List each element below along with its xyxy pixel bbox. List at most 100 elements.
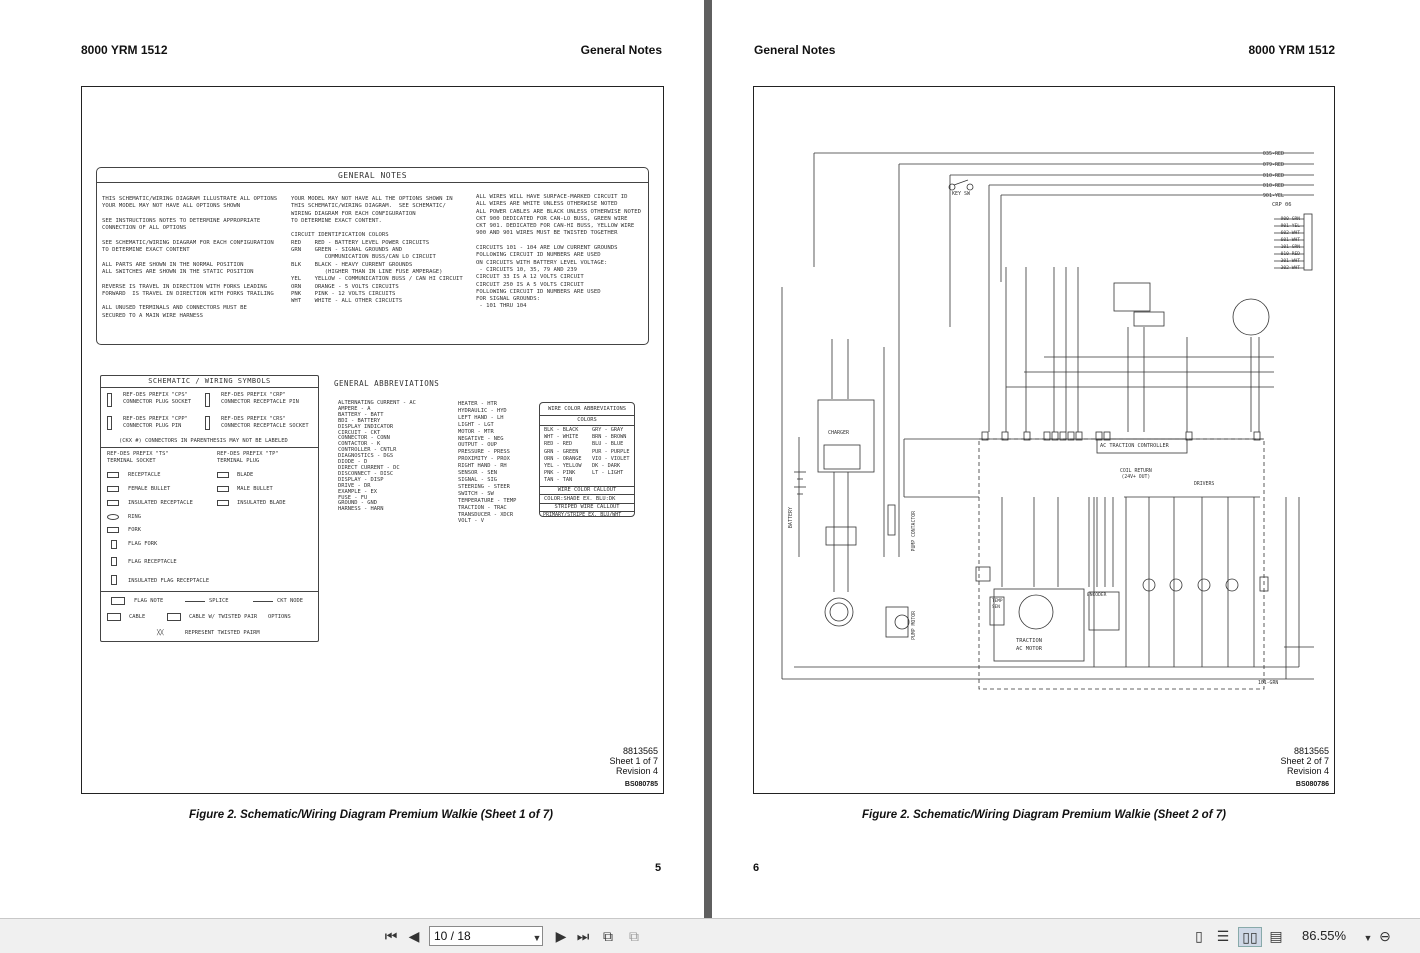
terminal-insulated-blade: INSULATED BLADE <box>237 500 286 506</box>
symbol-cps: REF-DES PREFIX "CPS" CONNECTOR PLUG SOCK… <box>123 392 192 405</box>
first-page-icon[interactable]: ⏮ <box>384 928 398 944</box>
legend-flag-note: FLAG NOTE <box>134 598 164 604</box>
insulated-flag-icon <box>111 575 117 585</box>
figure-caption: Figure 2. Schematic/Wiring Diagram Premi… <box>189 809 553 821</box>
page-6: General Notes 8000 YRM 1512 <box>712 0 1420 918</box>
cps-symbol-icon <box>107 393 112 407</box>
temp-sensor-label: TEMP SEN <box>992 599 1003 610</box>
page-5: 8000 YRM 1512 General Notes GENERAL NOTE… <box>0 0 704 918</box>
page-number-input[interactable]: 10 / 18 <box>429 926 543 946</box>
flag-note-icon <box>111 597 125 605</box>
drawing-number: 8813565 <box>622 746 658 756</box>
wire-label-top-3: 010-RED <box>1263 173 1284 179</box>
sheet-label: Sheet 1 of 7 <box>609 756 658 766</box>
abbreviations-title: GENERAL ABBREVIATIONS <box>334 379 440 388</box>
legend-splice: SPLICE <box>209 598 229 604</box>
terminal-receptacle: RECEPTACLE <box>128 472 161 478</box>
splice-icon <box>185 601 205 602</box>
symbol-crs: REF-DES PREFIX "CRS" CONNECTOR RECEPTACL… <box>221 416 309 429</box>
wire-label-top-1: 035-RED <box>1263 151 1284 157</box>
terminal-male-bullet: MALE BULLET <box>237 486 273 492</box>
callout-example: COLOR:SHADE EX. BLU:DK <box>544 496 616 502</box>
terminal-fork: FORK <box>128 527 141 533</box>
wire-color-title: WIRE COLOR ABBREVIATIONS <box>548 406 626 412</box>
figure-caption: Figure 2. Schematic/Wiring Diagram Premi… <box>862 809 1226 821</box>
wire-colors-col2: GRY - GRAY BRN - BROWN BLU - BLUE PUR - … <box>592 427 630 477</box>
cable-icon <box>107 613 121 621</box>
terminal-blade: BLADE <box>237 472 254 478</box>
striped-title: STRIPED WIRE CALLOUT <box>554 504 620 510</box>
page-number: 6 <box>753 862 760 874</box>
flag-fork-icon <box>111 540 117 549</box>
viewer-toolbar: ⏮ ◀ 10 / 18 ▼ ▶ ⏭ ⧉ ⧉ ▯ ☰ ▯▯ ▤ 86.55% ▼ … <box>0 918 1420 953</box>
crp-label: CRP 06 <box>1272 202 1292 208</box>
legend-options: OPTIONS <box>268 614 291 620</box>
sheet-info: 8813565 Sheet 1 of 7 Revision 4 <box>609 746 658 776</box>
two-page-icon[interactable]: ▯▯ <box>1238 927 1262 947</box>
male-bullet-icon <box>217 486 229 492</box>
fork-icon <box>107 527 119 533</box>
general-notes-col1: THIS SCHEMATIC/WIRING DIAGRAM ILLUSTRATE… <box>102 196 278 319</box>
encoder-label: ENCODER <box>1087 593 1107 598</box>
cable-twisted-icon <box>167 613 181 621</box>
wire-colors-subtitle: COLORS <box>577 417 597 423</box>
prev-page-icon[interactable]: ◀ <box>408 928 420 944</box>
drivers-label: DRIVERS <box>1194 482 1215 487</box>
terminal-flag-receptacle: FLAG RECEPTACLE <box>128 559 177 565</box>
page-number: 5 <box>655 862 662 874</box>
wiring-schematic: 035-RED 079-RED 010-RED 010-RED 901-YEL <box>781 151 1314 690</box>
ckt-node-icon <box>253 601 273 602</box>
receptacle-icon <box>107 472 119 478</box>
general-notes-box: GENERAL NOTES THIS SCHEMATIC/WIRING DIAG… <box>96 167 649 345</box>
crs-symbol-icon <box>205 416 210 430</box>
figure-id: BS080786 <box>1295 781 1329 788</box>
symbol-ts: REF-DES PREFIX "TS" TERMINAL SOCKET <box>107 451 169 464</box>
symbol-tp: REF-DES PREFIX "TP" TERMINAL PLUG <box>217 451 279 464</box>
wire-colors-col1: BLK - BLACK WHT - WHITE RED - RED GRN - … <box>544 427 582 484</box>
general-notes-col2: YOUR MODEL MAY NOT HAVE ALL THE OPTIONS … <box>291 196 463 305</box>
terminal-insulated-flag-receptacle: INSULATED FLAG RECEPTACLE <box>128 578 210 584</box>
section-title: General Notes <box>580 43 662 57</box>
controller-label: AC TRACTION CONTROLLER <box>1100 443 1169 449</box>
drawing-frame: GENERAL NOTES THIS SCHEMATIC/WIRING DIAG… <box>81 86 664 794</box>
extract-icon[interactable]: ⧉ <box>603 928 613 944</box>
next-page-icon[interactable]: ▶ <box>555 928 567 944</box>
abbreviations-col1: ALTERNATING CURRENT - AC AMPERE - A BATT… <box>338 400 416 513</box>
wire-label-top-5: 901-YEL <box>1263 193 1284 199</box>
legend-cable: CABLE <box>129 614 146 620</box>
symbol-cpp: REF-DES PREFIX "CPP" CONNECTOR PLUG PIN <box>123 416 188 429</box>
continuous-icon[interactable]: ☰ <box>1216 928 1230 944</box>
revision-label: Revision 4 <box>615 766 658 776</box>
legend-cable-twisted: CABLE W/ TWISTED PAIR <box>189 614 258 620</box>
drawing-number: 8813565 <box>1293 746 1329 756</box>
single-page-icon[interactable]: ▯ <box>1195 928 1203 944</box>
figure-id: BS080785 <box>624 781 658 788</box>
wire-color-box: WIRE COLOR ABBREVIATIONS COLORS BLK - BL… <box>539 402 635 518</box>
document-viewport[interactable]: 8000 YRM 1512 General Notes GENERAL NOTE… <box>0 0 1420 918</box>
symbols-note: (CKX #) CONNECTORS IN PARENTHESIS MAY NO… <box>119 438 288 444</box>
two-page-continuous-icon[interactable]: ▤ <box>1269 928 1283 944</box>
symbols-title: SCHEMATIC / WIRING SYMBOLS <box>148 377 271 385</box>
abbreviations-col2: HEATER - HTR HYDRAULIC - HYD LEFT HAND -… <box>458 401 517 525</box>
pump-contactor-label: PUMP CONTACTOR <box>912 511 917 552</box>
zoom-dropdown-chevron-icon[interactable]: ▼ <box>1363 933 1373 943</box>
striped-example: PRIMARY/STRIPE EX. BLU/WHT <box>543 512 622 518</box>
zoom-out-icon[interactable]: ⊖ <box>1379 928 1391 944</box>
wire-label-top-4: 010-RED <box>1263 183 1284 189</box>
bottom-wire-label: 101-GRN <box>1258 681 1279 686</box>
page-dropdown-chevron-icon[interactable]: ▼ <box>532 933 542 943</box>
zoom-level[interactable]: 86.55% <box>1302 928 1347 943</box>
doc-code: 8000 YRM 1512 <box>81 43 168 57</box>
revision-label: Revision 4 <box>1286 766 1329 776</box>
key-switch-label: KEY SW <box>952 191 971 197</box>
compare-icon[interactable]: ⧉ <box>629 928 639 944</box>
insulated-receptacle-icon <box>107 500 119 506</box>
terminal-female-bullet: FEMALE BULLET <box>128 486 171 492</box>
female-bullet-icon <box>107 486 119 492</box>
last-page-icon[interactable]: ⏭ <box>576 928 590 944</box>
terminal-flag-fork: FLAG FORK <box>128 541 158 547</box>
legend-ckt-node: CKT NODE <box>277 598 303 604</box>
callout-title: WIRE COLOR CALLOUT <box>557 487 617 493</box>
doc-code: 8000 YRM 1512 <box>1248 43 1335 57</box>
